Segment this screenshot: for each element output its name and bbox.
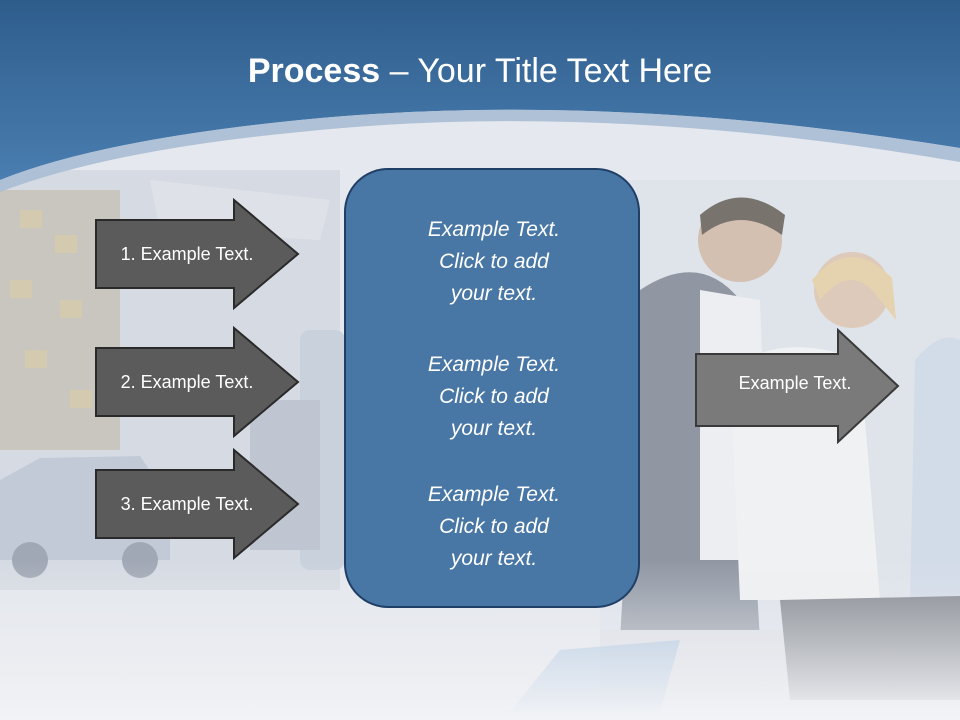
text-block-2-line-3: your text. [450, 417, 538, 440]
process-arrow-2[interactable] [94, 326, 300, 438]
text-block-3-line-2: Click to add [439, 515, 549, 538]
text-block-3-line-3: your text. [450, 547, 538, 570]
output-arrow[interactable] [694, 328, 900, 444]
text-block-3-line-1: Example Text. [427, 483, 561, 506]
text-block-1-line-2: Click to add [439, 250, 549, 273]
arrow-3-label: 3. Example Text. [120, 494, 254, 514]
arrow-2-label: 2. Example Text. [120, 372, 254, 392]
text-block-1-line-1: Example Text. [427, 218, 561, 241]
text-block-3[interactable]: Example Text. Click to add your text. [346, 479, 642, 575]
title-bold: Process [247, 52, 381, 90]
process-arrow-3[interactable] [94, 448, 300, 560]
text-block-2[interactable]: Example Text. Click to add your text. [346, 349, 642, 445]
text-block-2-line-2: Click to add [439, 385, 549, 408]
text-block-2-line-1: Example Text. [427, 353, 561, 376]
process-arrow-1[interactable] [94, 198, 300, 310]
text-block-1-line-3: your text. [450, 282, 538, 305]
arrow-1-label: 1. Example Text. [120, 244, 254, 264]
center-text-box[interactable]: Example Text. Click to add your text. Ex… [344, 168, 640, 608]
text-block-1[interactable]: Example Text. Click to add your text. [346, 214, 642, 310]
page-title: Process – Your Title Text Here [0, 52, 960, 91]
title-rest: – Your Title Text Here [380, 52, 713, 90]
output-arrow-label: Example Text. [738, 373, 852, 393]
